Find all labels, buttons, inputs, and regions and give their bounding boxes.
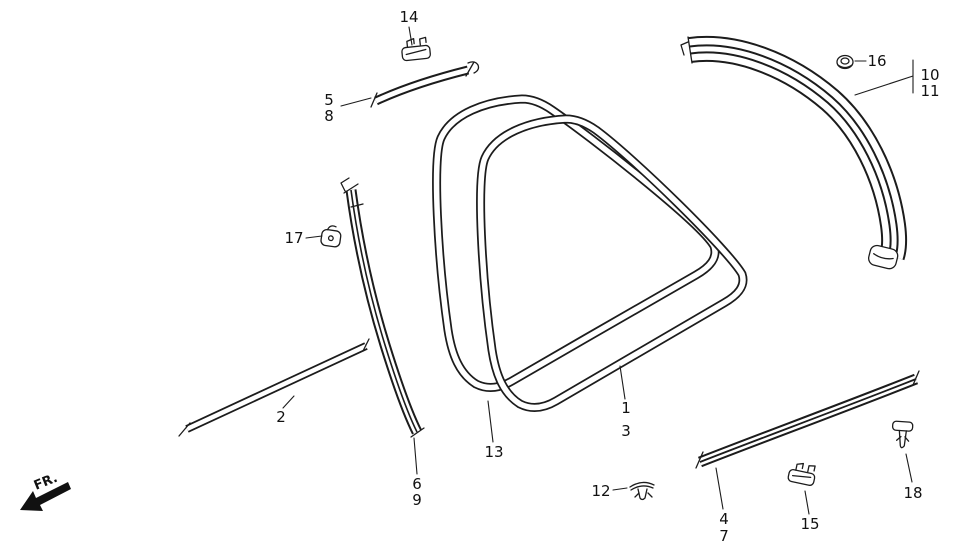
fr-direction-indicator: FR. xyxy=(20,471,71,511)
part-label-3: 3 xyxy=(621,422,631,440)
leader-15 xyxy=(804,490,810,515)
part-label-15: 15 xyxy=(800,515,819,533)
leader-4-7 xyxy=(715,467,724,510)
leader-6-9 xyxy=(413,437,418,475)
part-5-8-upper-molding-drawing xyxy=(370,61,480,108)
leader-17 xyxy=(305,235,323,239)
part-label-1: 1 xyxy=(621,399,631,417)
part-label-7: 7 xyxy=(719,527,729,545)
leader-1-3 xyxy=(619,365,626,400)
part-label-12: 12 xyxy=(591,482,610,500)
part-label-14: 14 xyxy=(399,8,418,26)
part-labels: 14 5 8 17 2 6 9 13 1 3 12 4 7 15 18 16 1… xyxy=(276,8,939,545)
part-label-4: 4 xyxy=(719,510,729,528)
part-14-clip-drawing xyxy=(401,36,431,62)
leader-14 xyxy=(408,26,413,46)
part-label-2: 2 xyxy=(276,408,286,426)
leader-13 xyxy=(487,400,494,443)
part-16-grommet-drawing xyxy=(836,54,854,70)
part-label-10: 10 xyxy=(920,66,939,84)
part-2-side-molding-drawing xyxy=(178,338,370,437)
part-label-8: 8 xyxy=(324,107,334,125)
leader-10-11 xyxy=(854,59,914,96)
leader-12 xyxy=(612,487,628,491)
part-18-clip-drawing xyxy=(891,420,914,449)
part-15-clip-drawing xyxy=(787,462,816,486)
part-label-17: 17 xyxy=(284,229,303,247)
part-10-11-roof-molding-drawing xyxy=(680,36,908,261)
roof-molding-end-cap-drawing xyxy=(867,244,899,270)
part-label-16: 16 xyxy=(867,52,886,70)
part-label-9: 9 xyxy=(412,491,422,509)
part-13-window-seal-drawing xyxy=(432,94,720,393)
part-17-clip-drawing xyxy=(320,225,342,248)
leader-18 xyxy=(905,453,913,483)
part-label-5: 5 xyxy=(324,91,334,109)
leader-5-8 xyxy=(340,97,372,107)
part-1-3-quarter-glass-drawing xyxy=(476,114,748,413)
part-label-13: 13 xyxy=(484,443,503,461)
part-4-7-lower-molding-drawing xyxy=(695,370,920,469)
part-label-11: 11 xyxy=(920,82,939,100)
part-label-6: 6 xyxy=(412,475,422,493)
leader-lines xyxy=(282,26,914,515)
part-6-9-pillar-molding-drawing xyxy=(340,177,425,438)
part-12-clip-drawing xyxy=(629,481,655,501)
leader-2 xyxy=(282,395,295,409)
part-label-18: 18 xyxy=(903,484,922,502)
fr-arrow-icon xyxy=(20,482,71,511)
